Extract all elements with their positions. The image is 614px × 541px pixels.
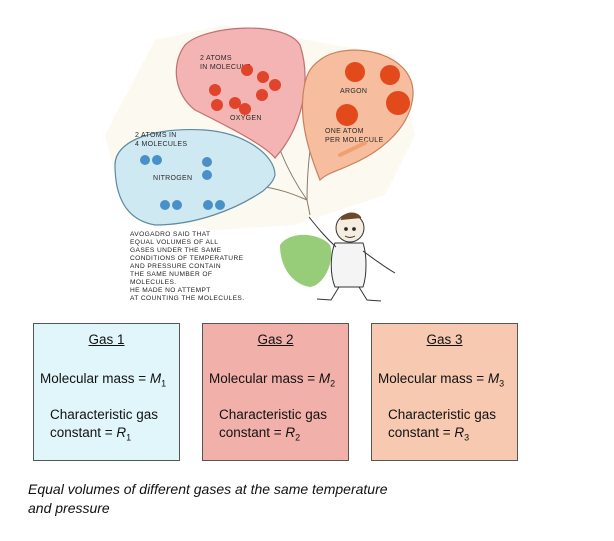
gas-1-molecular-mass: Molecular mass = M1 [40,371,166,389]
gas-3-gas-constant: Characteristic gas constant = R3 [388,406,496,447]
mass-symbol: M [318,371,331,386]
mass-symbol: M [487,371,500,386]
oxygen-name: OXYGEN [230,115,262,122]
caption-line: GASES UNDER THE SAME [130,247,222,254]
molecular-mass-label: Molecular mass = [40,371,150,386]
avogadro-balloon-illustration: 2 ATOMS IN MOLECULE OXYGEN ARGON ONE ATO… [105,25,415,302]
oxygen-molecule-dots [209,64,281,115]
gas-3-title: Gas 3 [426,332,463,347]
gas-constant-label2: constant = [50,425,117,440]
caption-line: EQUAL VOLUMES OF ALL [130,239,218,246]
nitrogen-line1: 2 ATOMS IN [135,132,177,139]
constant-symbol: R [116,425,127,440]
constant-subscript: 3 [464,432,470,443]
nitrogen-molecule-dots [140,155,225,210]
gas-constant-label2: constant = [388,425,455,440]
caption-line: THE SAME NUMBER OF [130,271,212,278]
figure-caption: Equal volumes of different gases at the … [28,480,468,518]
gas-1-box: Gas 1 Molecular mass = M1 Characteristic… [33,323,180,461]
caption-line: CONDITIONS OF TEMPERATURE [130,255,244,262]
argon-line1: ONE ATOM [325,128,364,135]
caption-line: MOLECULES. [130,279,177,286]
gas-2-gas-constant: Characteristic gas constant = R2 [219,406,327,447]
mass-subscript: 2 [330,378,336,389]
argon-line2: PER MOLECULE [325,137,383,144]
mass-symbol: M [149,371,162,386]
gas-2-box: Gas 2 Molecular mass = M2 Characteristic… [202,323,349,461]
caption-line: AND PRESSURE CONTAIN [130,263,221,270]
constant-subscript: 2 [295,432,301,443]
caption-line-2: and pressure [28,500,110,516]
gas-3-molecular-mass: Molecular mass = M3 [378,371,504,389]
gas-constant-label2: constant = [219,425,286,440]
oxygen-line1: 2 ATOMS [200,55,232,62]
nitrogen-line2: 4 MOLECULES [135,141,187,148]
constant-symbol: R [285,425,296,440]
green-splash [280,234,332,287]
gas-1-gas-constant: Characteristic gas constant = R1 [50,406,158,447]
argon-atom-dots [336,62,410,126]
gas-constant-label: Characteristic gas [388,407,497,422]
mass-subscript: 3 [499,378,505,389]
avogadro-caption: AVOGADRO SAID THAT EQUAL VOLUMES OF ALL … [130,231,244,302]
caption-line: AT COUNTING THE MOLECULES. [130,295,244,302]
oxygen-line2: IN MOLECULE [200,64,251,71]
constant-symbol: R [454,425,465,440]
caption-line: AVOGADRO SAID THAT [130,231,210,238]
mass-subscript: 1 [161,378,167,389]
caption-line-1: Equal volumes of different gases at the … [28,481,388,497]
nitrogen-name: NITROGEN [153,175,192,182]
gas-constant-label: Characteristic gas [50,407,159,422]
caption-line: HE MADE NO ATTEMPT [130,287,211,294]
argon-balloon: ARGON ONE ATOM PER MOLECULE [301,49,414,182]
gas-1-title: Gas 1 [88,332,125,347]
gas-2-title: Gas 2 [257,332,294,347]
constant-subscript: 1 [126,432,132,443]
gas-3-box: Gas 3 Molecular mass = M3 Characteristic… [371,323,518,461]
gas-constant-label: Characteristic gas [219,407,328,422]
nitrogen-balloon: 2 ATOMS IN 4 MOLECULES NITROGEN [114,128,276,226]
molecular-mass-label: Molecular mass = [209,371,319,386]
gas-2-molecular-mass: Molecular mass = M2 [209,371,335,389]
oxygen-balloon: 2 ATOMS IN MOLECULE OXYGEN [175,27,306,160]
avogadro-boy-figure [308,212,396,302]
argon-name: ARGON [340,88,367,95]
molecular-mass-label: Molecular mass = [378,371,488,386]
